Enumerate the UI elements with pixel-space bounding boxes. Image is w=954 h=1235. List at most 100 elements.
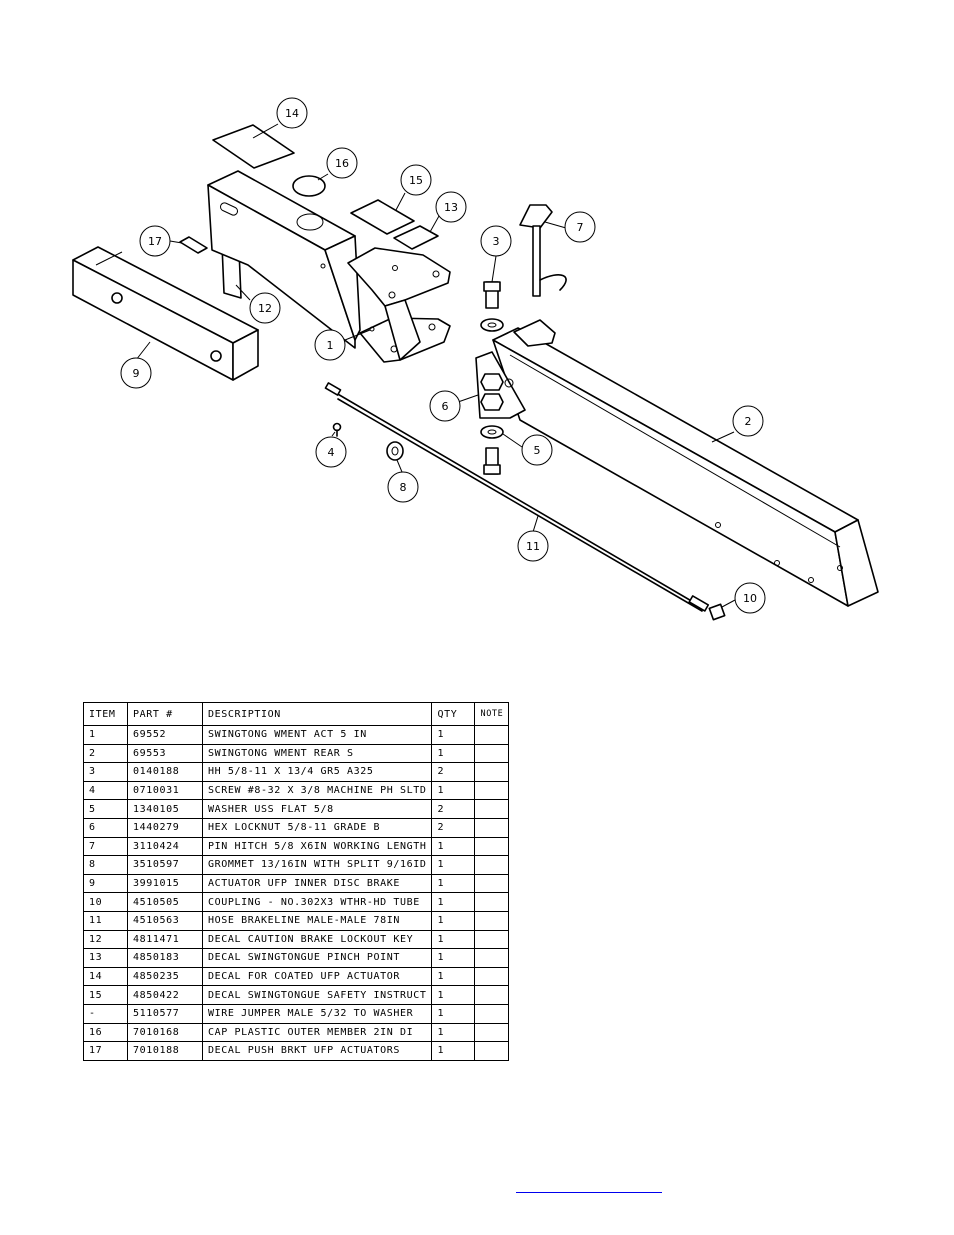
cell-note (474, 948, 510, 968)
cell-note (474, 966, 510, 987)
cell-qty: 1 (431, 985, 476, 1005)
svg-text:2: 2 (745, 415, 752, 428)
balloon-15: 15 (400, 164, 432, 196)
cell-description: DECAL SWINGTONGUE PINCH POINT (201, 948, 433, 968)
screw-4 (332, 422, 342, 437)
cell-note (474, 780, 510, 801)
cell-item: 14 (83, 966, 128, 987)
cell-qty: 1 (431, 743, 476, 764)
cell-description: WASHER USS FLAT 5/8 (201, 799, 433, 819)
cell-item: 5 (83, 799, 128, 819)
cell-part-number: 4850235 (127, 966, 203, 987)
cell-item: 12 (83, 929, 128, 950)
cell-part-number: 1440279 (127, 817, 203, 838)
balloon-8: 8 (387, 471, 419, 503)
cell-item: 11 (83, 910, 128, 931)
cell-qty: 1 (431, 948, 476, 968)
cell-note (474, 929, 510, 950)
decal-15 (350, 199, 415, 235)
svg-text:1: 1 (327, 339, 334, 352)
svg-text:6: 6 (442, 400, 449, 413)
front-weldment-1 (207, 170, 451, 363)
cell-note (474, 873, 510, 894)
cell-item: 4 (83, 780, 128, 801)
cell-note (474, 725, 510, 745)
cell-note (474, 1022, 510, 1043)
cell-description: COUPLING - NO.302X3 WTHR-HD TUBE (201, 892, 433, 912)
header-qty: QTY (431, 702, 476, 726)
svg-text:3: 3 (493, 235, 500, 248)
cell-part-number: 3510597 (127, 855, 203, 875)
washer-5a (480, 318, 504, 332)
cell-part-number: 7010168 (127, 1022, 203, 1043)
cell-qty: 1 (431, 855, 476, 875)
cell-item: 3 (83, 762, 128, 782)
cell-part-number: 4850183 (127, 948, 203, 968)
cell-part-number: 0140188 (127, 762, 203, 782)
balloon-13: 13 (435, 191, 467, 223)
cell-description: DECAL CAUTION BRAKE LOCKOUT KEY (201, 929, 433, 950)
cell-qty: 1 (431, 836, 476, 857)
cell-note (474, 855, 510, 875)
cell-description: SWINGTONG WMENT ACT 5 IN (201, 725, 433, 745)
cell-part-number: 4510563 (127, 910, 203, 931)
cell-part-number: 4850422 (127, 985, 203, 1005)
cell-description: DECAL SWINGTONGUE SAFETY INSTRUCT (201, 985, 433, 1005)
cell-description: ACTUATOR UFP INNER DISC BRAKE (201, 873, 433, 894)
washer-5b (480, 425, 504, 439)
cell-item: 7 (83, 836, 128, 857)
cell-description: GROMMET 13/16IN WITH SPLIT 9/16ID (201, 855, 433, 875)
cell-part-number: 0710031 (127, 780, 203, 801)
balloon-9: 9 (120, 357, 152, 389)
cell-part-number: 4510505 (127, 892, 203, 912)
header-note: NOTE (474, 702, 510, 726)
svg-text:4: 4 (328, 446, 335, 459)
brake-hose-11 (324, 382, 710, 612)
header-part-number: PART # (127, 702, 203, 726)
cell-note (474, 743, 510, 764)
svg-text:10: 10 (743, 592, 757, 605)
cell-description: SCREW #8-32 X 3/8 MACHINE PH SLTD (201, 780, 433, 801)
header-item: ITEM (83, 702, 128, 726)
cell-description: SWINGTONG WMENT REAR S (201, 743, 433, 764)
cell-note (474, 1041, 510, 1061)
hitch-pin-7 (519, 204, 567, 297)
svg-text:16: 16 (335, 157, 349, 170)
svg-text:8: 8 (400, 481, 407, 494)
cell-qty: 1 (431, 1003, 476, 1024)
grommet-8 (386, 441, 404, 461)
coupling-10 (708, 603, 726, 621)
exploded-parts-diagram: 14 16 15 13 7 17 3 12 1 9 6 2 4 8 5 11 1… (72, 97, 879, 621)
decal-13 (393, 225, 439, 250)
footer-link[interactable] (516, 1180, 662, 1193)
balloon-11: 11 (517, 530, 549, 562)
cell-part-number: 3110424 (127, 836, 203, 857)
balloon-5: 5 (521, 434, 553, 466)
svg-text:7: 7 (577, 221, 584, 234)
balloon-10: 10 (734, 582, 766, 614)
svg-text:5: 5 (534, 444, 541, 457)
decal-14 (212, 124, 295, 169)
svg-text:13: 13 (444, 201, 458, 214)
cell-note (474, 892, 510, 912)
cell-item: 17 (83, 1041, 128, 1061)
cell-part-number: 69552 (127, 725, 203, 745)
cell-qty: 1 (431, 1022, 476, 1043)
cell-item: 6 (83, 817, 128, 838)
cell-part-number: 5110577 (127, 1003, 203, 1024)
cell-item: - (83, 1003, 128, 1024)
cell-description: DECAL FOR COATED UFP ACTUATOR (201, 966, 433, 987)
